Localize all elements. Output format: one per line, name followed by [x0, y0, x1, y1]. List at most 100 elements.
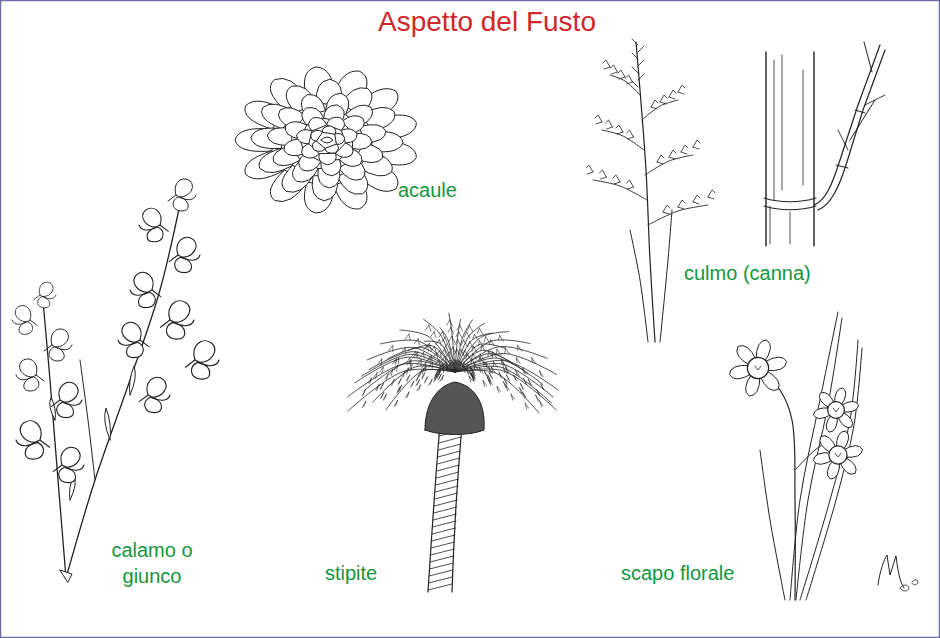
- corona-edge: [835, 453, 841, 457]
- leaflet: [441, 349, 446, 355]
- leaflet: [427, 355, 432, 361]
- leaflet: [395, 358, 399, 364]
- trunk-hatch: [434, 500, 457, 506]
- signature-mark: [878, 555, 904, 588]
- pea-flower: [169, 237, 200, 272]
- leaflet: [435, 360, 440, 366]
- trunk-hatch: [432, 535, 455, 541]
- narcissus-flower: [729, 340, 786, 396]
- leaflet: [374, 372, 378, 378]
- pedicel: [160, 225, 168, 231]
- leaflet: [436, 351, 441, 357]
- pedicel: [152, 290, 161, 297]
- spikelet: [638, 60, 644, 66]
- petal: [16, 440, 35, 446]
- petal: [180, 195, 196, 200]
- crown-base: [425, 382, 484, 435]
- leaflet: [394, 365, 398, 371]
- narcissus-flower: [813, 431, 862, 479]
- spikelet: [663, 205, 670, 214]
- corona: [829, 446, 847, 464]
- cane-line: [774, 55, 803, 200]
- leaflet: [540, 401, 543, 407]
- leaflet: [444, 344, 450, 350]
- spikelet: [586, 165, 593, 174]
- label-text: scapo florale: [621, 560, 734, 586]
- leaf: [630, 230, 648, 342]
- leaflet: [457, 325, 463, 331]
- leaflet: [440, 367, 444, 373]
- leaflet: [422, 363, 426, 369]
- trunk-hatch: [438, 451, 460, 457]
- frond: [386, 369, 455, 409]
- leaflet: [540, 371, 544, 377]
- spikelet: [613, 175, 620, 184]
- trunk-hatch: [434, 507, 457, 513]
- trunk-hatch: [430, 556, 454, 562]
- leaflet: [380, 367, 384, 373]
- pedicel: [169, 255, 178, 262]
- pea-flower: [160, 301, 194, 339]
- label-text: calamo o giunco: [108, 537, 196, 589]
- spikelet: [611, 65, 618, 74]
- leaflet: [489, 380, 492, 386]
- leaflet: [442, 337, 448, 343]
- leaflet: [425, 325, 430, 331]
- pea-flower: [12, 306, 37, 335]
- pea-flower: [185, 341, 219, 379]
- leaflet: [405, 334, 410, 340]
- spikelet: [638, 46, 644, 52]
- leaflet: [416, 375, 419, 381]
- petal: [16, 375, 32, 380]
- pea-flower: [139, 377, 170, 412]
- pedicel: [53, 465, 62, 472]
- leaflet: [449, 337, 455, 343]
- petal: [200, 360, 219, 366]
- leaflet: [368, 378, 371, 384]
- corona-edge: [755, 366, 761, 370]
- leaflet: [516, 358, 520, 364]
- rosette-leaf: [251, 79, 403, 201]
- pedicel: [36, 375, 44, 381]
- petal: [139, 225, 156, 230]
- trunk-hatch: [436, 472, 459, 478]
- rosette-leaf: [284, 105, 372, 176]
- frond: [455, 360, 558, 390]
- leaflet: [503, 382, 506, 388]
- frond: [400, 330, 455, 372]
- trunk-hatch: [429, 570, 453, 576]
- spikelet: [627, 180, 634, 189]
- pea-flower: [51, 382, 82, 417]
- leaflet: [484, 371, 487, 377]
- spikelet: [626, 75, 633, 84]
- leaflet: [441, 357, 446, 363]
- trunk-hatch: [433, 521, 456, 527]
- leaflet: [498, 335, 503, 341]
- leaflet: [431, 346, 436, 352]
- signature: [878, 555, 918, 591]
- spikelet: [678, 200, 685, 209]
- spikelet: [638, 74, 644, 80]
- leaflet: [448, 328, 454, 334]
- trunk-hatch: [438, 444, 460, 450]
- spikelet: [632, 81, 638, 87]
- trunk-hatch: [436, 479, 459, 485]
- calamo-drawing: [12, 179, 219, 582]
- petal: [194, 341, 215, 363]
- leaflet: [439, 332, 445, 338]
- trunk-hatch: [437, 465, 460, 471]
- petal: [134, 272, 153, 292]
- stem: [80, 360, 95, 480]
- petal: [51, 329, 68, 347]
- leaflet: [431, 332, 436, 338]
- trunk-hatch: [431, 549, 455, 555]
- spikelet: [595, 115, 602, 124]
- spikelet: [693, 140, 700, 149]
- leaf: [806, 348, 862, 600]
- leaflet: [447, 352, 453, 358]
- petal: [143, 208, 161, 227]
- petal: [130, 290, 148, 295]
- pea-flower: [130, 272, 161, 307]
- trunk-hatch: [435, 493, 458, 499]
- pea-flower: [44, 329, 72, 361]
